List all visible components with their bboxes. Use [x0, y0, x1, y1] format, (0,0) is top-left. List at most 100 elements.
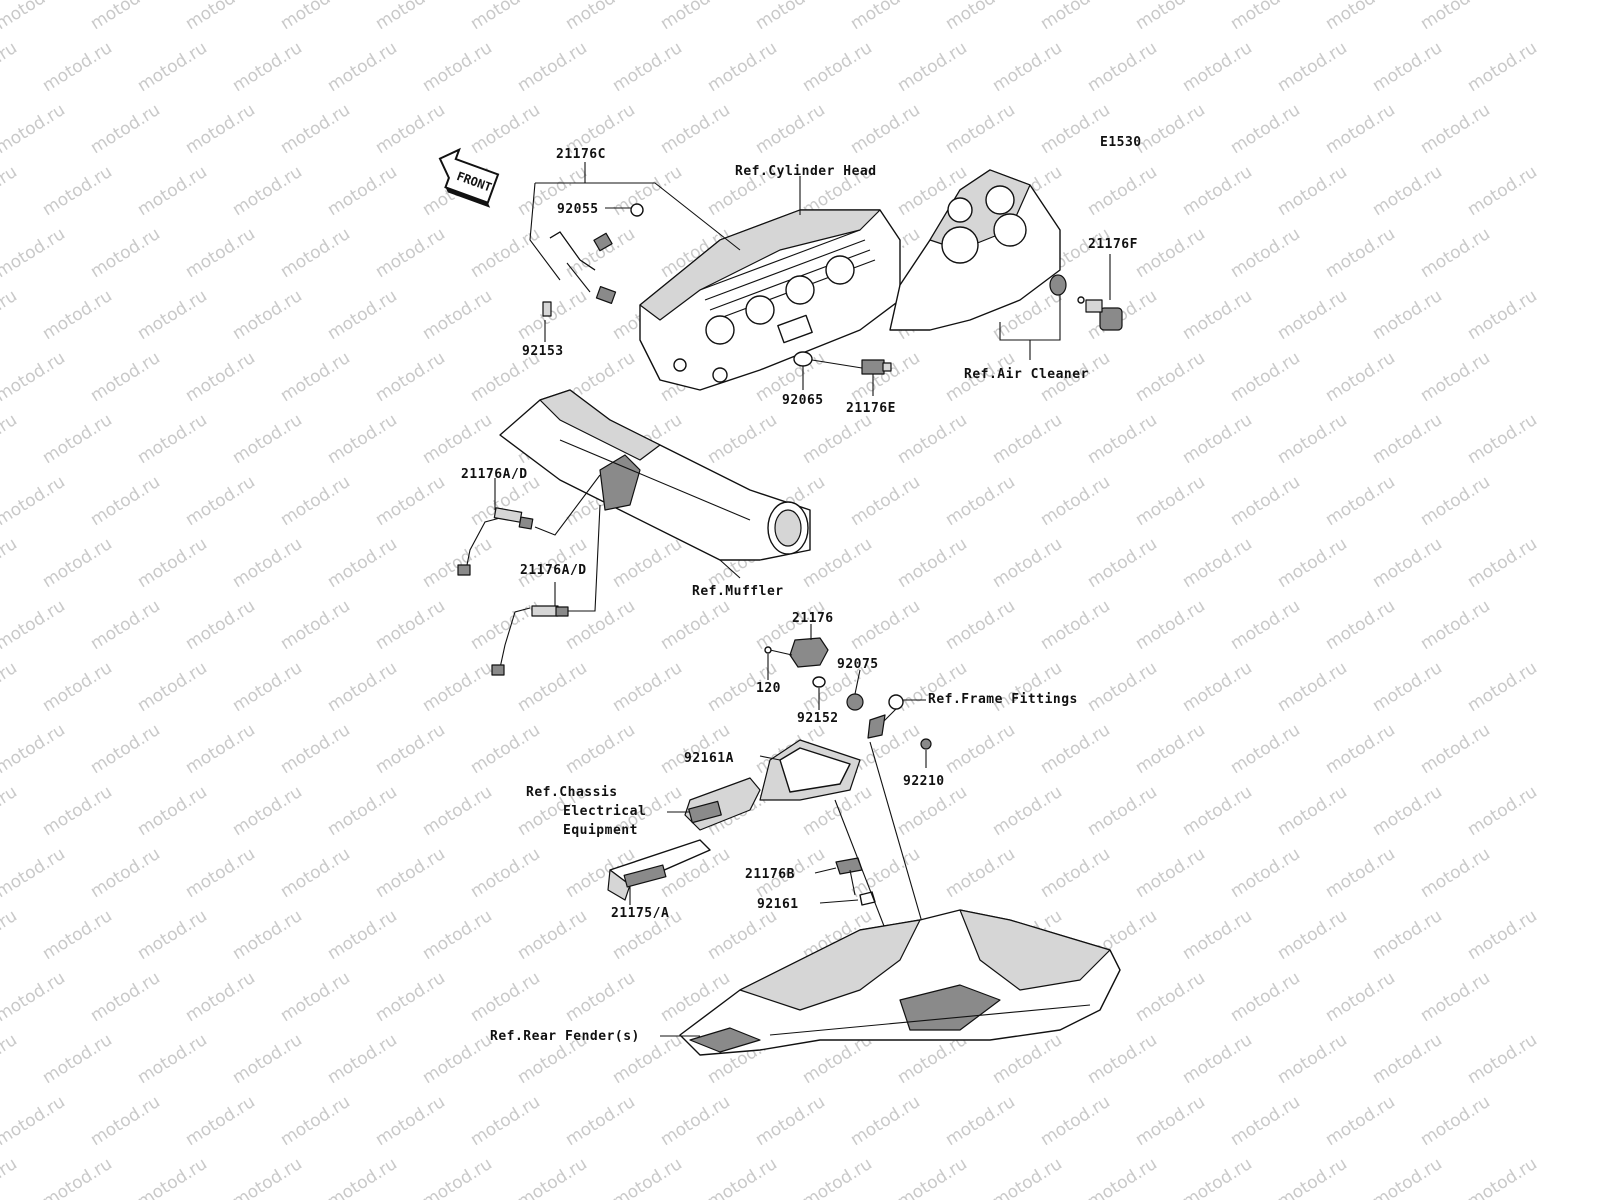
callout-21176e: 21176E — [846, 401, 896, 416]
watermark-text: motod.ru — [39, 1030, 116, 1088]
callout-92055: 92055 — [557, 202, 599, 217]
callout-ref-chassis-line1: Ref.Chassis — [526, 785, 618, 800]
watermark-text: motod.ru — [229, 286, 306, 344]
watermark-text: motod.ru — [324, 906, 401, 964]
watermark-text: motod.ru — [182, 720, 259, 778]
watermark-text: motod.ru — [372, 720, 449, 778]
watermark-text: motod.ru — [0, 596, 69, 654]
watermark-text: motod.ru — [39, 534, 116, 592]
watermark-text: motod.ru — [419, 534, 496, 592]
watermark-text: motod.ru — [467, 844, 544, 902]
callout-ref-rear-fender: Ref.Rear Fender(s) — [490, 1029, 640, 1044]
watermark-text: motod.ru — [942, 844, 1019, 902]
watermark-text: motod.ru — [704, 906, 781, 964]
watermark-text: motod.ru — [0, 658, 21, 716]
watermark-text: motod.ru — [134, 410, 211, 468]
watermark-text: motod.ru — [1464, 286, 1541, 344]
watermark-text: motod.ru — [372, 0, 449, 34]
callout-ref-chassis-line2: Electrical — [563, 804, 646, 819]
leader-21176c — [535, 182, 741, 251]
watermark-text: motod.ru — [1417, 348, 1494, 406]
callout-21175a: 21175/A — [611, 906, 669, 921]
watermark-text: motod.ru — [1084, 38, 1161, 96]
callout-92075: 92075 — [837, 657, 879, 672]
watermark-text: motod.ru — [1179, 906, 1256, 964]
watermark-text: motod.ru — [1322, 0, 1399, 34]
watermark-text: motod.ru — [467, 1092, 544, 1150]
relay-21175-illustration — [607, 839, 711, 901]
watermark-text: motod.ru — [1322, 844, 1399, 902]
watermark-text: motod.ru — [799, 1154, 876, 1200]
watermark-text: motod.ru — [1322, 100, 1399, 158]
cylinder-head-illustration — [639, 209, 901, 391]
watermark-text: motod.ru — [134, 1030, 211, 1088]
watermark-text: motod.ru — [1417, 720, 1494, 778]
watermark-text: motod.ru — [39, 906, 116, 964]
rear-fender-illustration — [679, 909, 1121, 1056]
watermark-text: motod.ru — [1274, 782, 1351, 840]
watermark-text: motod.ru — [942, 100, 1019, 158]
watermark-text: motod.ru — [894, 1154, 971, 1200]
callout-ref-frame-fittings: Ref.Frame Fittings — [928, 692, 1078, 707]
watermark-text: motod.ru — [657, 596, 734, 654]
watermark-text: motod.ru — [87, 596, 164, 654]
watermark-text: motod.ru — [0, 968, 69, 1026]
watermark-text: motod.ru — [1322, 596, 1399, 654]
watermark-text: motod.ru — [1037, 1092, 1114, 1150]
leader-92075 — [854, 669, 861, 695]
watermark-text: motod.ru — [0, 38, 21, 96]
watermark-text: motod.ru — [942, 0, 1019, 34]
watermark-text: motod.ru — [657, 1092, 734, 1150]
leader-21176c-b — [529, 182, 561, 281]
watermark-text: motod.ru — [562, 0, 639, 34]
watermark-text: motod.ru — [1369, 782, 1446, 840]
watermark-text: motod.ru — [39, 1154, 116, 1200]
watermark-text: motod.ru — [562, 1092, 639, 1150]
callout-92161a: 92161A — [684, 751, 734, 766]
front-arrow-icon: FRONT — [438, 147, 500, 208]
watermark-text: motod.ru — [1464, 162, 1541, 220]
watermark-text: motod.ru — [1179, 162, 1256, 220]
callout-120: 120 — [756, 681, 781, 696]
watermark-text: motod.ru — [1179, 38, 1256, 96]
watermark-text: motod.ru — [1179, 658, 1256, 716]
watermark-text: motod.ru — [1132, 968, 1209, 1026]
watermark-text: motod.ru — [1227, 844, 1304, 902]
watermark-text: motod.ru — [229, 658, 306, 716]
watermark-text: motod.ru — [467, 968, 544, 1026]
watermark-text: motod.ru — [1132, 224, 1209, 282]
watermark-text: motod.ru — [989, 410, 1066, 468]
watermark-text: motod.ru — [752, 1092, 829, 1150]
watermark-text: motod.ru — [1464, 658, 1541, 716]
watermark-text: motod.ru — [87, 0, 164, 34]
watermark-text: motod.ru — [1417, 100, 1494, 158]
callout-21176: 21176 — [792, 611, 834, 626]
watermark-text: motod.ru — [0, 348, 69, 406]
watermark-text: motod.ru — [1084, 1030, 1161, 1088]
watermark-text: motod.ru — [609, 38, 686, 96]
watermark-text: motod.ru — [372, 472, 449, 530]
watermark-text: motod.ru — [134, 782, 211, 840]
watermark-text: motod.ru — [752, 100, 829, 158]
sensor-21176-illustration — [764, 637, 932, 750]
watermark-text: motod.ru — [419, 906, 496, 964]
watermark-text: motod.ru — [87, 100, 164, 158]
watermark-text: motod.ru — [372, 844, 449, 902]
watermark-text: motod.ru — [1369, 410, 1446, 468]
watermark-text: motod.ru — [277, 844, 354, 902]
watermark-text: motod.ru — [1084, 410, 1161, 468]
watermark-text: motod.ru — [1274, 1154, 1351, 1200]
watermark-text: motod.ru — [1132, 720, 1209, 778]
watermark-text: motod.ru — [419, 1030, 496, 1088]
watermark-text: motod.ru — [0, 100, 69, 158]
watermark-text: motod.ru — [1322, 1092, 1399, 1150]
watermark-text: motod.ru — [894, 658, 971, 716]
watermark-text: motod.ru — [1322, 472, 1399, 530]
watermark-text: motod.ru — [0, 472, 69, 530]
watermark-text: motod.ru — [277, 720, 354, 778]
watermark-text: motod.ru — [1227, 224, 1304, 282]
watermark-text: motod.ru — [419, 658, 496, 716]
watermark-text: motod.ru — [847, 720, 924, 778]
watermark-text: motod.ru — [419, 410, 496, 468]
